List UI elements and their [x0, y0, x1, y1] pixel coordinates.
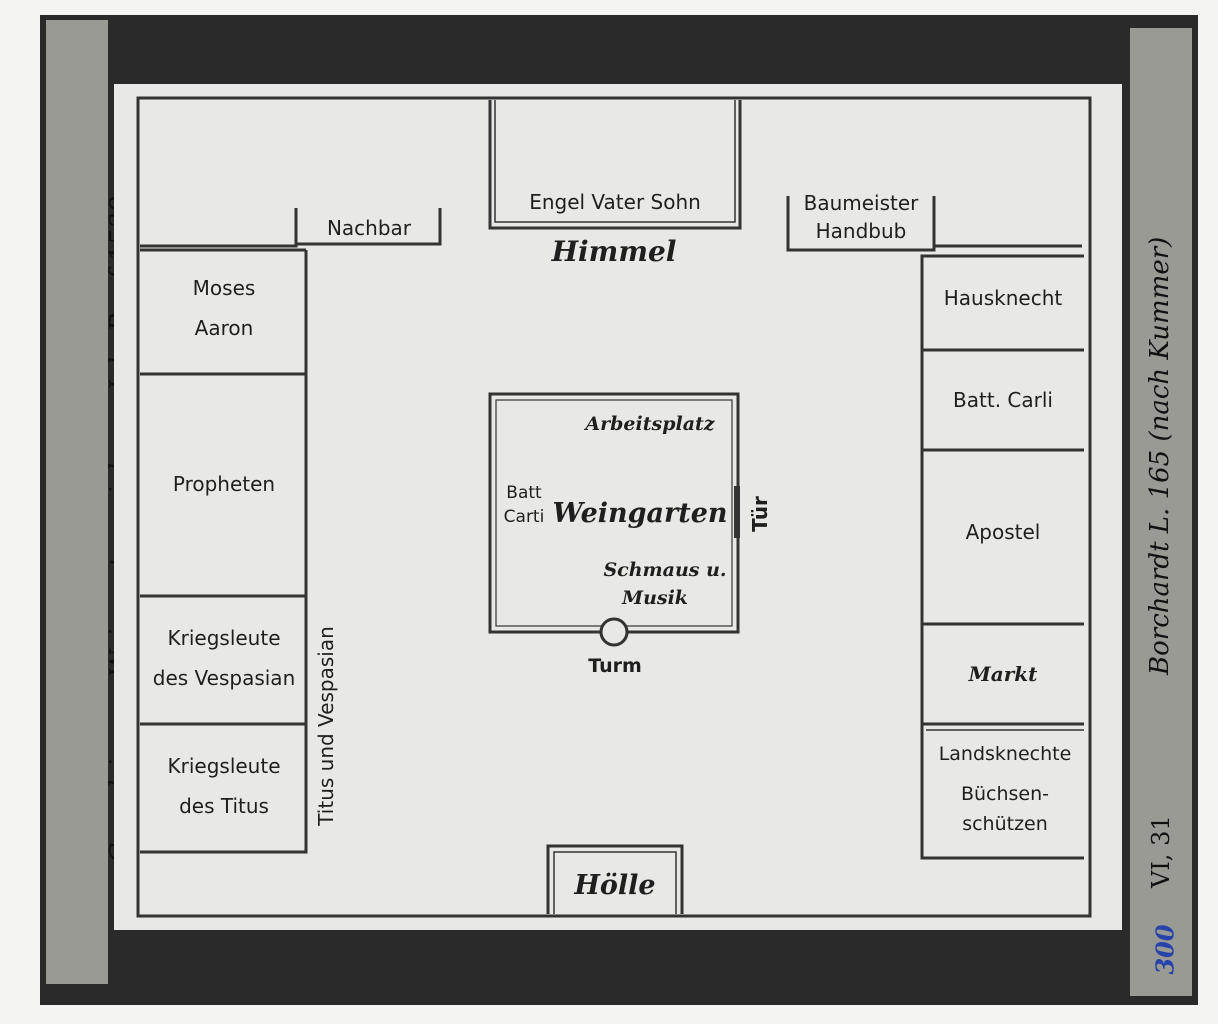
markt-label: Markt: [968, 662, 1038, 686]
tuer-label: Tür: [748, 496, 772, 532]
turm-label: Turm: [588, 655, 642, 677]
kriegsleute-vespasian-line2: des Vespasian: [152, 666, 296, 690]
baumeister-box: [786, 196, 936, 252]
arbeitsplatz-label: Arbeitsplatz: [585, 413, 715, 435]
kriegsleute-titus-line2: des Titus: [179, 794, 269, 818]
hausknecht-label: Hausknecht: [943, 286, 1063, 310]
nachbar-label: Nachbar: [326, 216, 412, 240]
schmaus-label: Schmaus u.: [603, 559, 727, 581]
left-top-rail: [140, 208, 298, 248]
heaven-box: [488, 100, 742, 230]
batt-label: Batt: [506, 483, 542, 503]
batt-carli-label: Batt. Carli: [953, 388, 1053, 412]
carti-label: Carti: [503, 507, 545, 527]
left-label-strip: [46, 20, 108, 984]
moses-label: Moses: [192, 276, 256, 300]
right-column: [920, 254, 1084, 860]
baumeister-label: Baumeister: [803, 191, 919, 215]
titus-vespasian-label: Titus und Vespasian: [314, 626, 338, 826]
aaron-label: Aaron: [194, 316, 254, 340]
floor-plan-plate: [114, 84, 1122, 930]
stage-outline: [136, 96, 1092, 918]
propheten-label: Propheten: [172, 472, 276, 496]
buechsen-label: Büchsen-: [960, 783, 1050, 805]
kriegsleute-titus-line1: Kriegsleute: [167, 754, 281, 778]
nachbar-box: [296, 208, 442, 246]
landsknechte-label: Landsknechte: [938, 743, 1072, 765]
hell-box: [546, 844, 684, 914]
tower-circle: [599, 617, 629, 647]
handbub-label: Handbub: [815, 219, 907, 243]
apostel-label: Apostel: [965, 520, 1041, 544]
kriegsleute-vespasian-line1: Kriegsleute: [167, 626, 281, 650]
heaven-figures-label: Engel Vater Sohn: [529, 190, 701, 214]
hoelle-label: Hölle: [574, 870, 656, 901]
himmel-label: Himmel: [551, 235, 677, 268]
musik-label: Musik: [622, 587, 688, 609]
schuetzen-label: schützen: [962, 813, 1048, 835]
left-column: [140, 250, 308, 854]
weingarten-label: Weingarten: [552, 498, 728, 529]
right-label-strip: [1130, 28, 1192, 996]
